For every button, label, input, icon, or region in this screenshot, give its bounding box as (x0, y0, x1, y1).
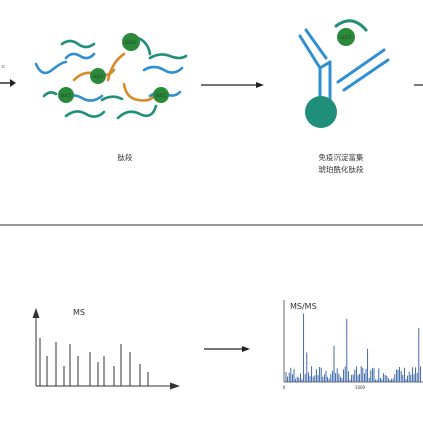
ip-label-line2: 琥珀酰化肽段 (319, 164, 364, 174)
ms-y-axis-arrowhead (32, 308, 40, 318)
peptide-strand (60, 39, 96, 49)
msms-x-tick-label: 0 (283, 385, 286, 390)
succ-bead: SUCC (58, 87, 74, 103)
antibody-icon: SUCC (298, 19, 390, 128)
ip-label-line1: 免疫沉淀富集 (319, 152, 364, 162)
peptide-strand (136, 36, 152, 56)
succ-bead: SUCC (90, 68, 106, 84)
peptide-strand (148, 53, 188, 60)
msms-label: MS/MS (290, 302, 317, 311)
svg-text:SUCC: SUCC (125, 40, 137, 45)
svg-text:SUCC: SUCC (155, 93, 166, 98)
svg-text:SUCC: SUCC (60, 93, 71, 98)
svg-text:SUCC: SUCC (340, 35, 351, 40)
peptide-strand (122, 82, 156, 102)
ms-peaks (39, 338, 149, 386)
peptide-strand (142, 65, 184, 74)
arrow-to-msms-head (242, 346, 250, 352)
ms-x-axis-arrowhead (170, 382, 180, 390)
peptide-strand (116, 104, 158, 120)
succ-bead: SUCC (122, 33, 140, 51)
peptide-cluster (34, 36, 188, 120)
peptide-strand (64, 52, 96, 60)
msms-spectrum: MS/MS 0 1000 (283, 300, 423, 390)
peptide-strand (106, 52, 126, 82)
left-edge-label: c (2, 64, 5, 70)
peptides-label: 肽段 (118, 152, 133, 162)
ms-spectrum: MS (32, 308, 180, 390)
peptide-strand (42, 91, 58, 98)
ip-bead (305, 96, 337, 128)
msms-x-tick-label: 1000 (355, 385, 366, 390)
ms-label: MS (73, 308, 85, 317)
peptide-strand (34, 60, 68, 75)
peptide-strand (100, 95, 124, 102)
peptide-strand (64, 110, 106, 118)
arrow-to-ip-head (256, 82, 264, 88)
succ-beads: SUCC SUCC SUCC SUCC (58, 33, 169, 103)
left-edge-arrowhead (10, 79, 16, 87)
msms-peaks (285, 313, 421, 382)
svg-text:SUCC: SUCC (92, 74, 103, 79)
succ-bead (337, 28, 355, 46)
succ-bead: SUCC (153, 87, 169, 103)
